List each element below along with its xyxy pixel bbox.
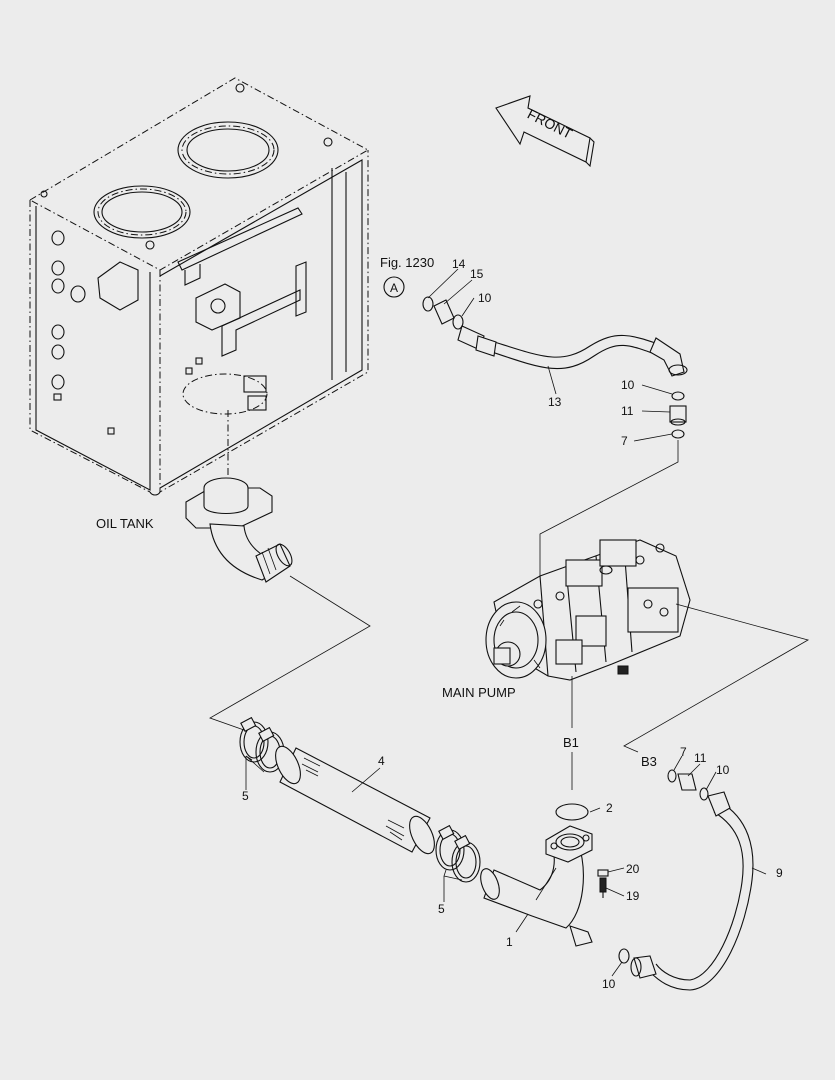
fig-reference: Fig. 1230 <box>380 255 434 270</box>
callout-14: 14 <box>452 257 466 271</box>
main-pump-label: MAIN PUMP <box>442 685 516 700</box>
hose-clamps-lower <box>435 824 481 883</box>
callout-10-top: 10 <box>478 291 492 305</box>
callout-7-right: 7 <box>680 745 687 759</box>
hose-9 <box>630 791 754 991</box>
oil-tank-label: OIL TANK <box>96 516 154 531</box>
callout-4: 4 <box>378 754 385 768</box>
tank-outlet-elbow <box>185 477 293 583</box>
leader-lines <box>245 268 767 977</box>
callout-13: 13 <box>548 395 562 409</box>
tank-top-opening-front <box>93 185 191 239</box>
callout-10-low: 10 <box>602 977 616 991</box>
tank-top-opening-rear <box>177 121 279 179</box>
suction-hose-4 <box>275 745 435 855</box>
main-pump <box>485 539 691 681</box>
hose-clamps-upper <box>239 716 285 773</box>
suction-pipe-1 <box>480 825 593 947</box>
fitting-group-top <box>422 296 464 330</box>
callout-1: 1 <box>506 935 513 949</box>
fitting-group-right <box>669 391 687 439</box>
o-ring-2 <box>555 803 589 821</box>
o-ring-10-low <box>618 948 630 964</box>
callout-19: 19 <box>626 889 640 903</box>
callout-5-lower: 5 <box>438 902 445 916</box>
port-b1-label: B1 <box>563 735 579 750</box>
callout-9: 9 <box>776 866 783 880</box>
callout-10-right: 10 <box>716 763 730 777</box>
callout-15: 15 <box>470 267 484 281</box>
tank-side-ports <box>51 230 203 435</box>
fitting-group-b3 <box>667 769 709 801</box>
view-a-label: A <box>390 281 398 295</box>
callout-10-b: 10 <box>621 378 635 392</box>
callout-5-upper: 5 <box>242 789 249 803</box>
callout-11-right: 11 <box>694 751 707 765</box>
port-b3-label: B3 <box>641 754 657 769</box>
view-a-marker <box>383 276 405 298</box>
callout-11-b: 11 <box>621 404 634 418</box>
callout-7-b: 7 <box>621 434 628 448</box>
bolt-and-washer <box>597 869 609 898</box>
hose-13 <box>457 325 688 377</box>
front-direction-arrow: FRONT <box>495 95 595 168</box>
callout-20: 20 <box>626 862 640 876</box>
callout-2: 2 <box>606 801 613 815</box>
oil-tank <box>28 77 370 496</box>
